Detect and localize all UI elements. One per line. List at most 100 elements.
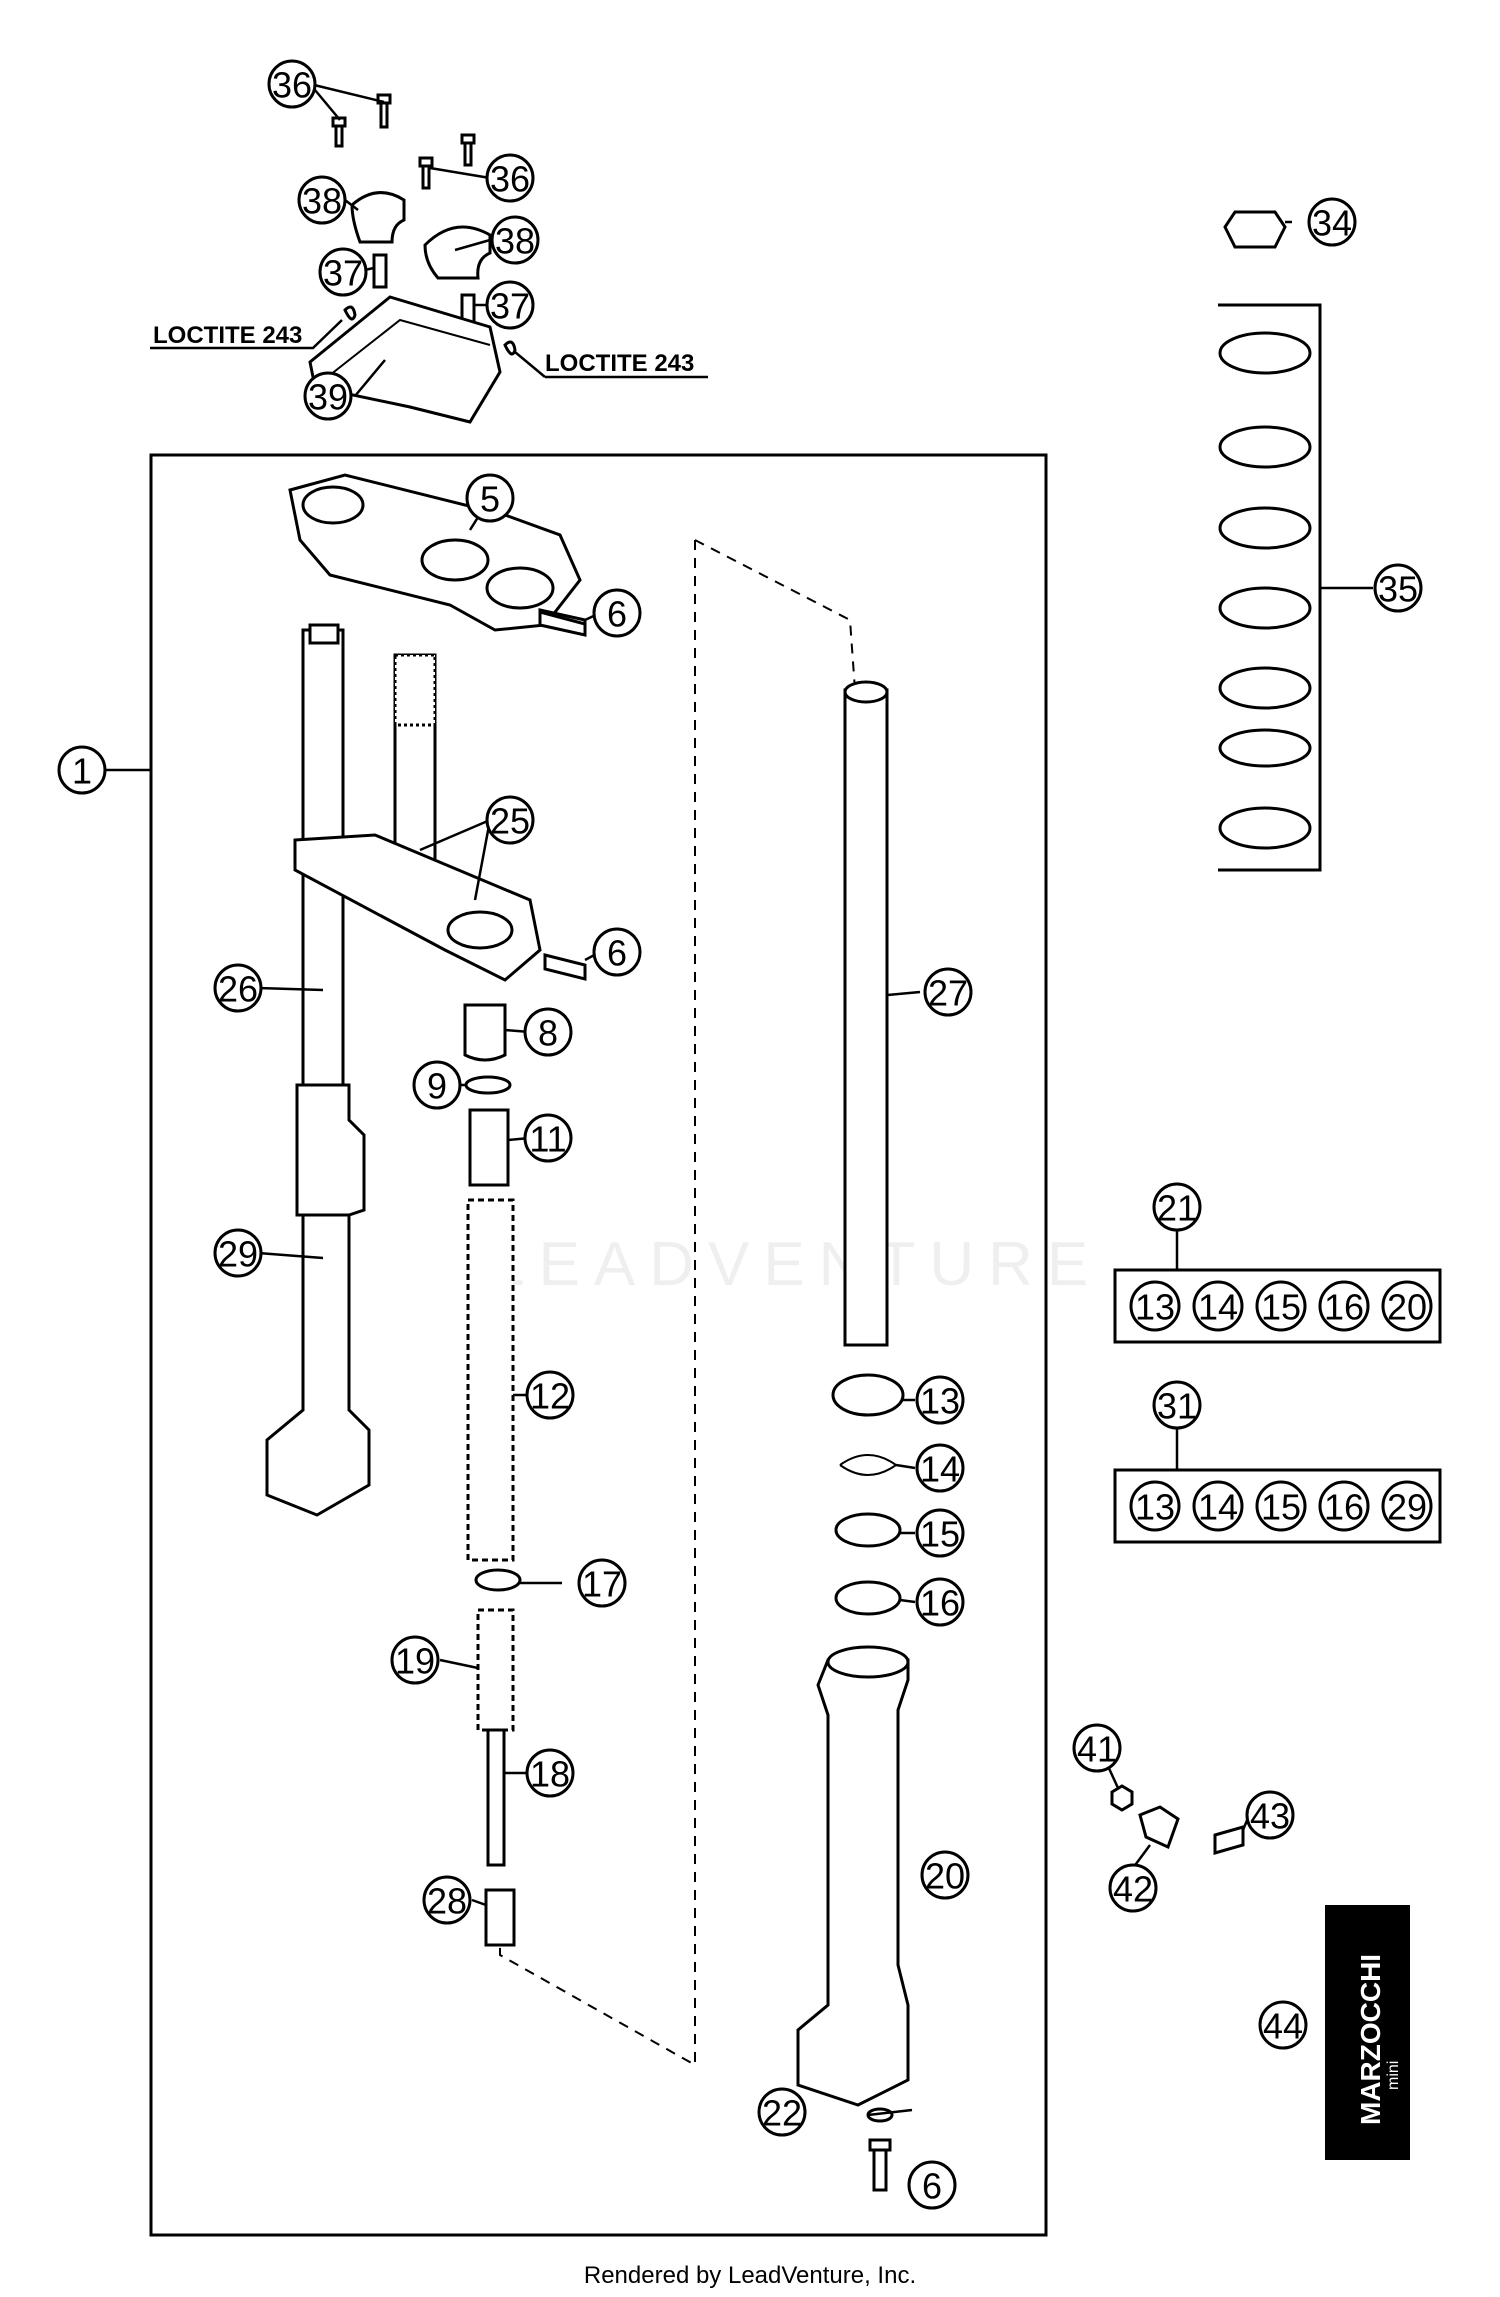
svg-text:44: 44: [1263, 2006, 1303, 2047]
bolt-upper-clamp: [539, 610, 586, 626]
callout-6: 6: [907, 2160, 957, 2210]
svg-text:11: 11: [529, 1119, 566, 1160]
svg-text:13: 13: [1135, 1287, 1175, 1328]
svg-text:18: 18: [530, 1754, 570, 1795]
kit21-item-15: 15: [1255, 1280, 1307, 1332]
upper-triple-clamp: [288, 473, 587, 637]
svg-text:37: 37: [323, 253, 363, 294]
svg-text:14: 14: [1198, 1487, 1238, 1528]
marzocchi-brand-block: MARZOCCHI mini: [1325, 1905, 1410, 2160]
loctite-lead-left: [150, 319, 343, 350]
svg-text:16: 16: [920, 1583, 960, 1624]
svg-text:37: 37: [490, 286, 530, 327]
loctite-label-right: LOCTITE 243: [545, 350, 694, 377]
kit21-item-13: 13: [1129, 1280, 1181, 1332]
svg-text:17: 17: [582, 1564, 622, 1605]
callout-39: 39: [303, 371, 353, 421]
callout-41: 41: [1072, 1723, 1122, 1773]
callout-6: 6: [592, 927, 642, 977]
callout-43: 43: [1245, 1790, 1295, 1840]
svg-text:15: 15: [920, 1514, 960, 1555]
loctite-lead-right: [514, 351, 708, 379]
kit31-item-15: 15: [1255, 1480, 1307, 1532]
loctite-label-left: LOCTITE 243: [153, 322, 302, 349]
callout-42: 42: [1108, 1863, 1158, 1913]
callout-25: 25: [485, 795, 535, 845]
svg-text:21: 21: [1157, 1188, 1197, 1229]
callout-16: 16: [915, 1577, 965, 1627]
callout-17: 17: [577, 1558, 627, 1608]
svg-text:36: 36: [272, 65, 312, 106]
callout-19: 19: [390, 1635, 440, 1685]
svg-text:6: 6: [922, 2166, 942, 2207]
callout-44: 44: [1258, 2000, 1308, 2050]
callout-6: 6: [592, 588, 642, 638]
callout-31: 31: [1152, 1380, 1202, 1430]
callout-28: 28: [422, 1875, 472, 1925]
callout-15: 15: [915, 1508, 965, 1558]
kit21-item-16: 16: [1318, 1280, 1370, 1332]
kit31-item-13: 13: [1129, 1480, 1181, 1532]
svg-text:15: 15: [1261, 1487, 1301, 1528]
svg-text:39: 39: [308, 377, 348, 418]
svg-text:6: 6: [607, 933, 627, 974]
kit31-item-14: 14: [1192, 1480, 1244, 1532]
callout-13: 13: [915, 1375, 965, 1425]
top-clamp-parts: [308, 93, 517, 424]
callout-38: 38: [297, 175, 347, 225]
kit-31-box: [1113, 1468, 1442, 1544]
svg-text:14: 14: [920, 1449, 960, 1490]
callout-8: 8: [523, 1007, 573, 1057]
svg-text:5: 5: [480, 479, 500, 520]
assembly-line-top: [694, 539, 856, 691]
callout-37: 37: [485, 280, 535, 330]
callout-12: 12: [525, 1370, 575, 1420]
svg-text:8: 8: [538, 1013, 558, 1054]
callout-38: 38: [490, 215, 540, 265]
leader-lines: [82, 82, 1373, 2117]
callout-1: 1: [57, 745, 107, 795]
svg-text:36: 36: [490, 159, 530, 200]
assembly-line-main: [499, 540, 696, 2067]
svg-text:15: 15: [1261, 1287, 1301, 1328]
kit21-item-20: 20: [1381, 1280, 1433, 1332]
svg-text:27: 27: [928, 973, 968, 1014]
watermark: LEADVENTURE: [490, 1230, 1102, 1299]
svg-text:13: 13: [1135, 1487, 1175, 1528]
svg-text:29: 29: [218, 1234, 258, 1275]
callout-22: 22: [757, 2087, 807, 2137]
fork-group-frame: [149, 453, 1048, 2237]
svg-text:38: 38: [495, 221, 535, 262]
kit-21-box: [1113, 1268, 1442, 1344]
left-fork-leg: [265, 623, 371, 1517]
footer-credit: Rendered by LeadVenture, Inc.: [583, 2262, 917, 2289]
svg-text:20: 20: [925, 1856, 965, 1897]
svg-text:19: 19: [395, 1641, 435, 1682]
callout-29: 29: [213, 1228, 263, 1278]
svg-text:25: 25: [490, 801, 530, 842]
svg-text:20: 20: [1387, 1287, 1427, 1328]
svg-text:31: 31: [1157, 1386, 1197, 1427]
callout-27: 27: [923, 967, 973, 1017]
steering-stem: [293, 653, 587, 982]
kit31-item-16: 16: [1318, 1480, 1370, 1532]
steering-bearing-parts: [1218, 210, 1312, 850]
callout-labels: 1363638383737395625626891129121719182827…: [57, 59, 1423, 2210]
kit21-item-14: 14: [1192, 1280, 1244, 1332]
fork-internals: [463, 1003, 522, 1947]
right-fork-leg: [796, 680, 910, 2192]
callout-20: 20: [920, 1850, 970, 1900]
svg-text:38: 38: [302, 181, 342, 222]
cable-clip-parts: [1110, 1784, 1245, 1855]
svg-text:35: 35: [1378, 569, 1418, 610]
svg-text:16: 16: [1324, 1287, 1364, 1328]
brand-name: MARZOCCHI: [1355, 1954, 1386, 2125]
callout-5: 5: [465, 473, 515, 523]
callout-18: 18: [525, 1748, 575, 1798]
kit-21-items: 13 14 15 16 20: [1129, 1280, 1433, 1332]
svg-text:1: 1: [72, 751, 92, 792]
callout-21: 21: [1152, 1182, 1202, 1232]
svg-text:26: 26: [218, 969, 258, 1010]
svg-text:41: 41: [1077, 1729, 1117, 1770]
